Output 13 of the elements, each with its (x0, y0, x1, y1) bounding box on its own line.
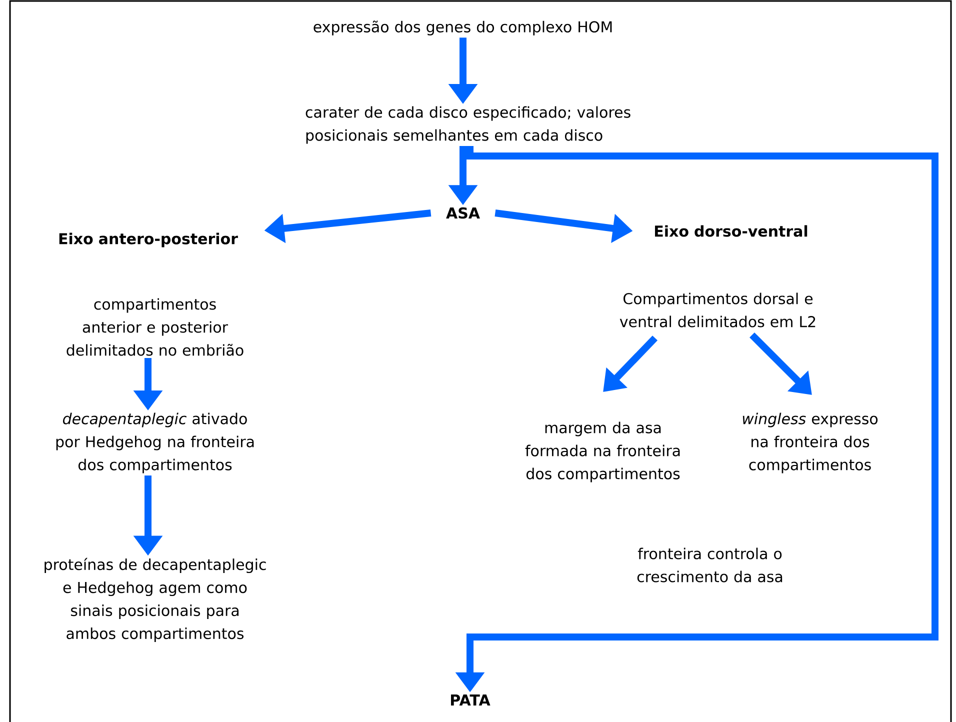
heading-text: ASA (446, 207, 480, 219)
heading-text: PATA (451, 694, 490, 706)
step-text: margem da asa formada na fronteira dos compartimentos (525, 422, 680, 482)
step-text: wingless expresso na fronteira dos compartimentos (742, 412, 878, 474)
heading-text: Eixo antero-posterior (59, 232, 238, 248)
step-text: fronteira controla o crescimento da asa (637, 548, 782, 582)
step-text: decapentaplegic ativado por Hedgehog na fronteira dos compartimentos (56, 412, 254, 474)
step-text: Compartimentos dorsal e ventral delimitados em L2 (620, 292, 816, 328)
step-text: carater de cada disco especificado; valores posicionais semelhantes em cada disco (306, 106, 630, 144)
heading-text: Eixo dorso-ventral (655, 225, 808, 237)
step-text: proteínas de decapentaplegic e Hedgehog agem como sinais posicionais para ambos compartimentos (44, 558, 266, 642)
step-text: compartimentos anterior e posterior delimitados no embrião (66, 298, 244, 356)
step-text: expressão dos genes do complexo HOM (314, 20, 612, 36)
